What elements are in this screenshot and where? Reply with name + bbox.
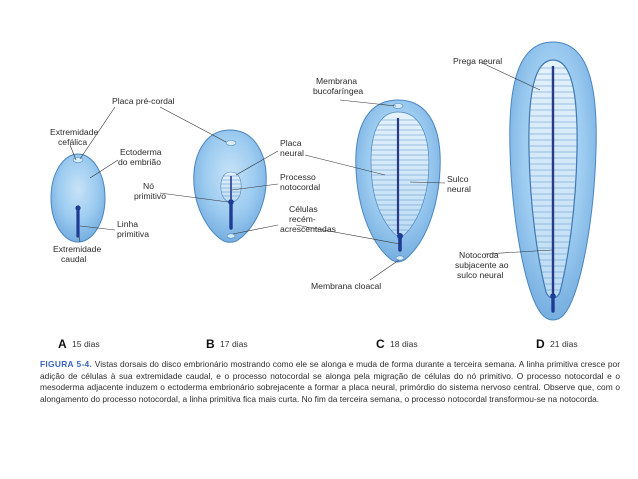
disc-d-primitive-node (550, 293, 556, 299)
label-extremidade-cefalica-2: cefálica (58, 137, 87, 147)
disc-c-primitive-node (397, 233, 403, 239)
stage-b-days: 17 dias (220, 339, 248, 349)
label-processo-notocordal-2: notocordal (280, 182, 320, 192)
label-processo-notocordal-1: Processo (280, 172, 316, 182)
label-sulco-neural-2: neural (447, 184, 471, 194)
label-placa-neural-2: neural (280, 148, 304, 158)
label-sulco-neural-1: Sulco (447, 174, 469, 184)
disc-b-prechordal-plate (225, 140, 237, 146)
disc-c-buccopharyngeal-membrane (392, 103, 404, 109)
leader-lines (69, 61, 553, 281)
disc-d (509, 41, 597, 321)
label-linha-primitiva-2: primitiva (117, 229, 149, 239)
disc-a-primitive-node (75, 205, 81, 211)
label-ectoderma-1: Ectoderma (120, 147, 162, 157)
label-membrana-bucofaringea-1: Membrana (316, 76, 357, 86)
disc-b-primitive-node (228, 199, 234, 205)
figure-caption: FIGURA 5-4. Vistas dorsais do disco embr… (40, 359, 620, 405)
label-prega-neural: Prega neural (453, 56, 502, 66)
stage-a-letter: A (58, 337, 67, 351)
disc-a (50, 153, 106, 243)
disc-a-prechordal-plate (72, 157, 84, 163)
caption-text: Vistas dorsais do disco embrionário most… (40, 359, 620, 404)
disc-c (355, 99, 441, 263)
label-no-primitivo-1: Nó (143, 181, 154, 191)
label-notocorda-2: subjacente ao (455, 260, 509, 270)
label-celulas-1: Células (289, 204, 318, 214)
stage-c-days: 18 dias (390, 339, 418, 349)
label-placa-pre-cordal: Placa pré-cordal (112, 96, 175, 106)
label-notocorda-3: sulco neural (457, 270, 503, 280)
disc-b-cloacal-membrane (226, 233, 236, 239)
label-linha-primitiva-1: Linha (117, 219, 138, 229)
label-membrana-cloacal: Membrana cloacal (311, 281, 381, 291)
disc-b (193, 129, 267, 243)
stage-d-letter: D (536, 337, 545, 351)
label-ectoderma-2: do embrião (118, 157, 161, 167)
label-extremidade-caudal-1: Extremidade (53, 244, 101, 254)
label-celulas-3: acrescentadas (280, 224, 336, 234)
labels: Placa pré-cordal Extremidade cefálica Ec… (50, 56, 509, 291)
label-notocorda-1: Notocorda (459, 250, 499, 260)
disc-a-body (50, 153, 106, 243)
stage-labels: A 15 dias B 17 dias C 18 dias D 21 dias (58, 337, 578, 351)
stage-a-days: 15 dias (72, 339, 100, 349)
label-membrana-bucofaringea-2: bucofaríngea (313, 86, 363, 96)
label-no-primitivo-2: primitivo (134, 191, 166, 201)
figure-label: FIGURA 5-4. (40, 359, 93, 369)
stage-d-days: 21 dias (550, 339, 578, 349)
label-placa-neural-1: Placa (280, 138, 302, 148)
label-extremidade-cefalica-1: Extremidade (50, 127, 98, 137)
stage-c-letter: C (376, 337, 385, 351)
stage-b-letter: B (206, 337, 215, 351)
disc-c-cloacal-membrane (395, 255, 405, 261)
label-celulas-2: recém- (289, 214, 316, 224)
label-extremidade-caudal-2: caudal (61, 254, 86, 264)
